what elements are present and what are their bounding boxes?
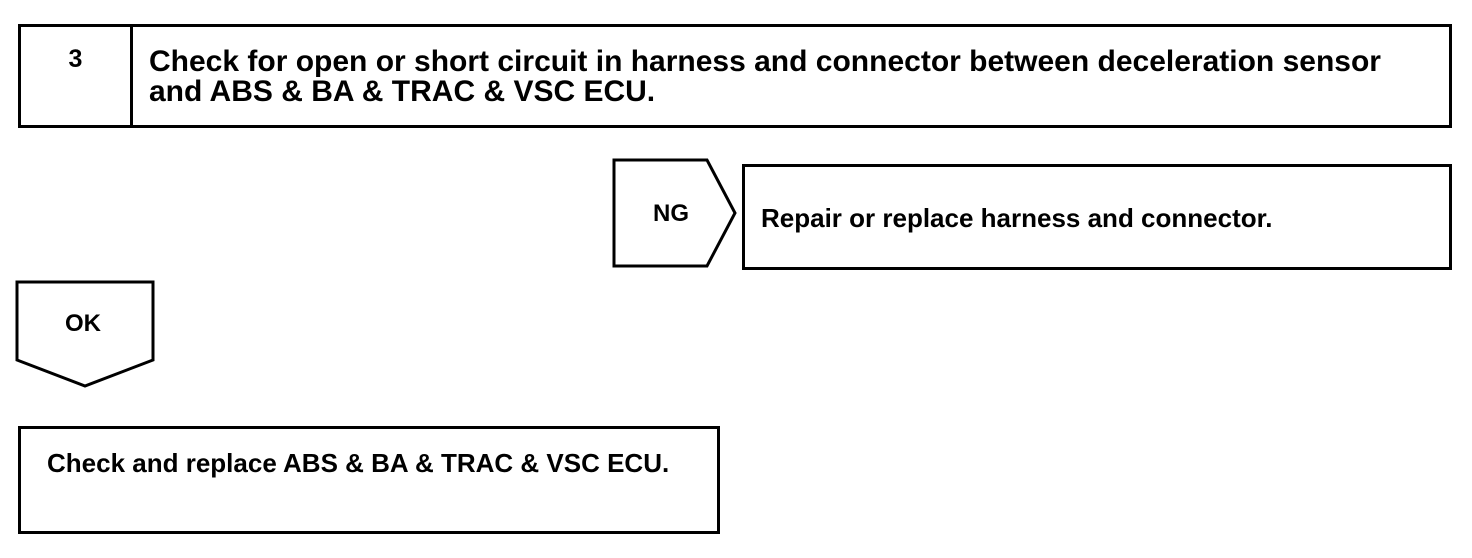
ng-label: NG bbox=[653, 200, 689, 227]
step-box: 3 Check for open or short circuit in har… bbox=[18, 24, 1452, 128]
ok-result-text: Check and replace ABS & BA & TRAC & VSC … bbox=[47, 448, 670, 478]
step-number: 3 bbox=[21, 27, 133, 125]
ng-result-box: Repair or replace harness and connector. bbox=[742, 164, 1452, 270]
ok-result-box: Check and replace ABS & BA & TRAC & VSC … bbox=[18, 426, 720, 534]
step-instruction: Check for open or short circuit in harne… bbox=[149, 45, 1381, 108]
ok-arrow-tag bbox=[15, 280, 155, 388]
ng-arrow-tag bbox=[612, 158, 737, 268]
ok-label: OK bbox=[65, 310, 101, 337]
ng-result-text: Repair or replace harness and connector. bbox=[761, 203, 1273, 233]
